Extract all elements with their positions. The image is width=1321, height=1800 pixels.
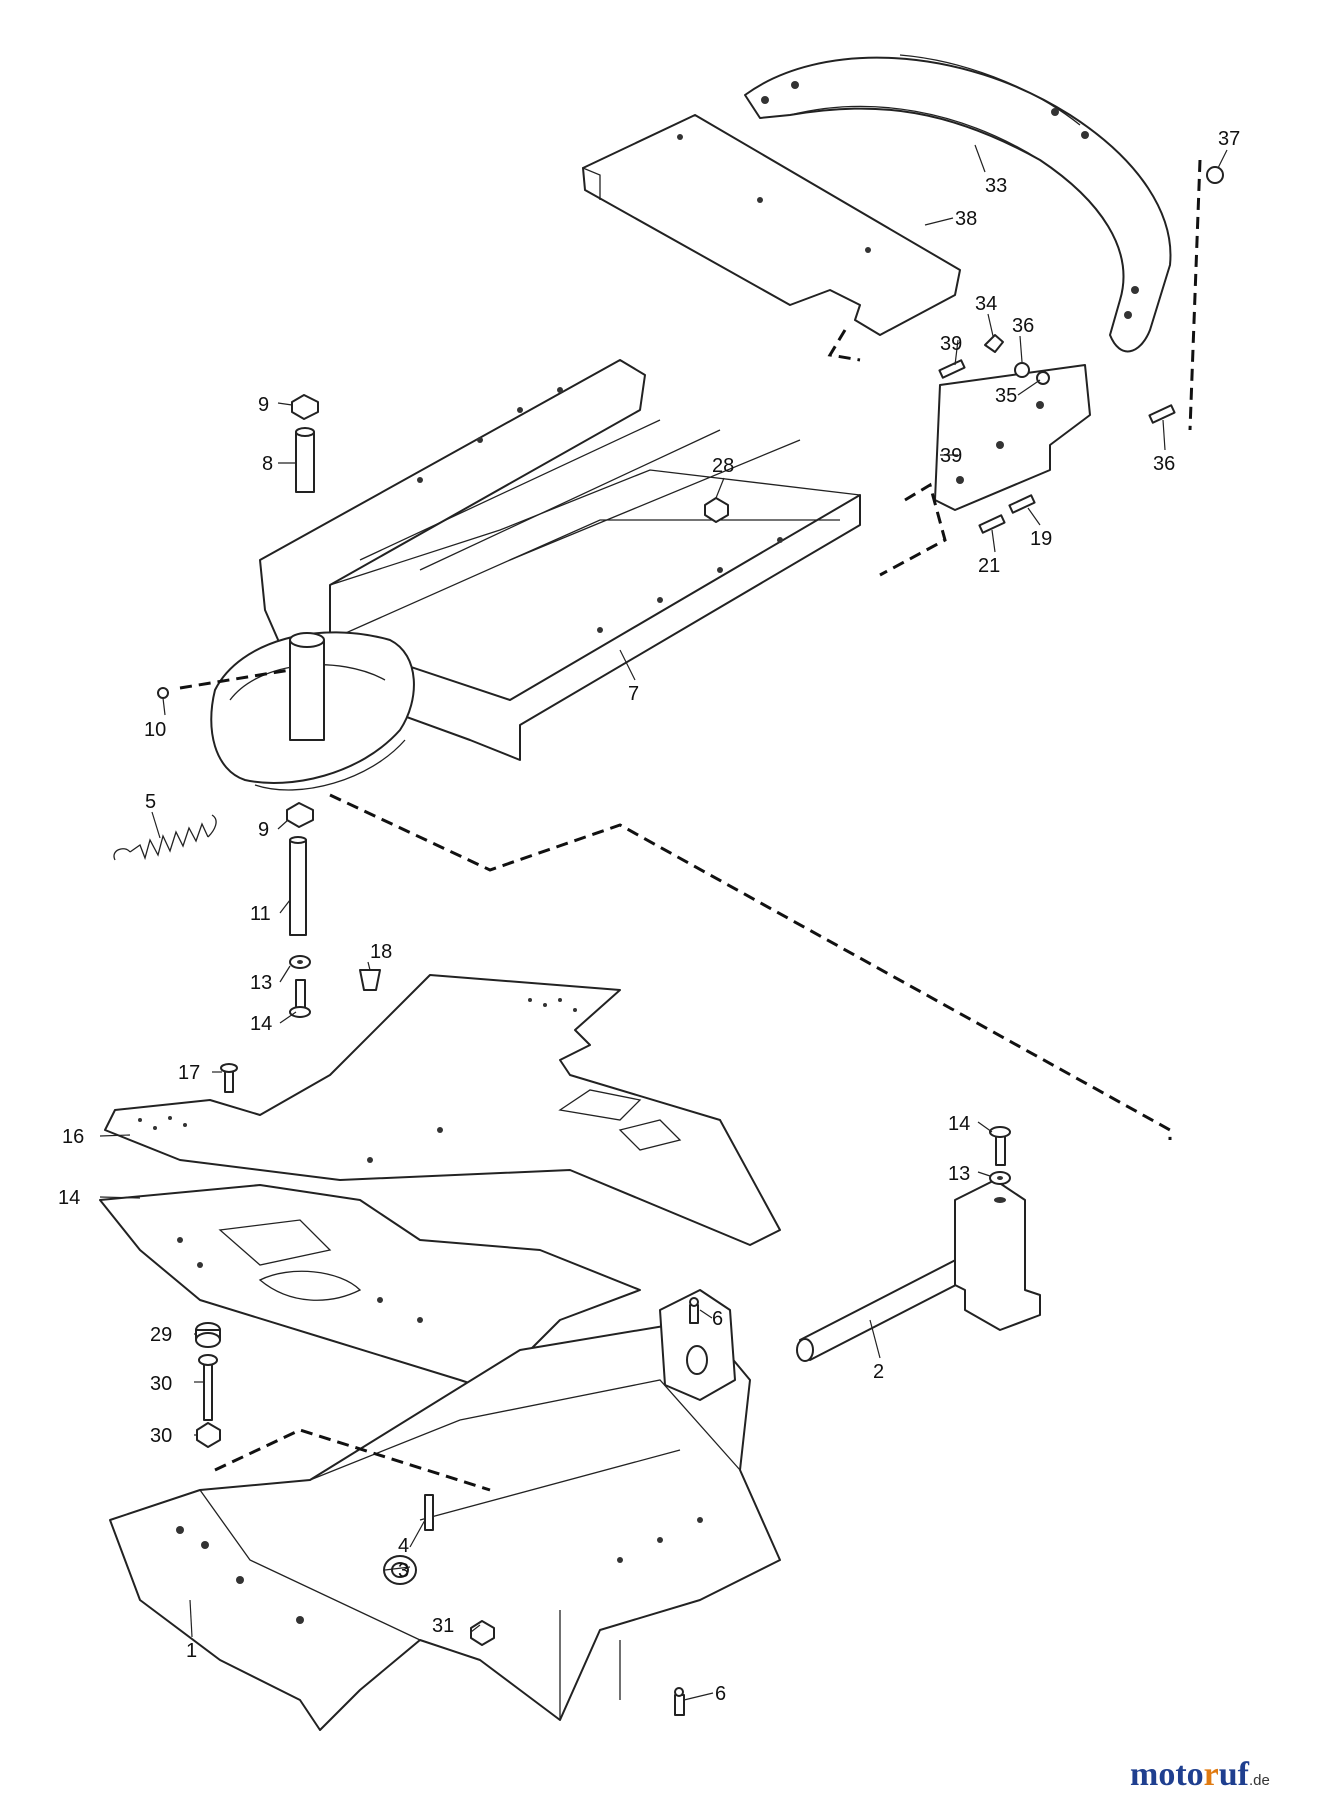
callout-6-lower: 6 [715, 1683, 726, 1705]
callout-14-upper: 14 [250, 1013, 272, 1035]
part-28-cap [195, 1322, 221, 1348]
callout-21: 21 [978, 555, 1000, 577]
callout-11: 11 [250, 903, 271, 925]
callout-9-upper: 9 [258, 394, 269, 416]
part-30-nut-upper [196, 1422, 221, 1448]
frame-pivot-plate [210, 631, 415, 791]
part-14-bolt-lower [989, 1126, 1011, 1166]
part-31-bumper-bar [744, 54, 1172, 353]
watermark-accent: r [1204, 1756, 1219, 1793]
callout-32: 34 [975, 293, 997, 315]
part-10-clip [157, 687, 169, 699]
callout-39: 39 [940, 333, 962, 355]
callout-31: 33 [985, 175, 1007, 197]
callout-34: 36 [1012, 315, 1034, 337]
callout-36: 36 [1153, 453, 1175, 475]
part-8-spacer-tube [295, 427, 315, 493]
part-18-screw [220, 1063, 238, 1093]
part-11-long-tube [289, 836, 307, 936]
callout-35: 37 [1218, 128, 1240, 150]
bracket-hardware [938, 166, 1224, 534]
callout-18: 17 [178, 1062, 200, 1084]
part-29-bolt [198, 1354, 218, 1421]
assembly-dashed-lines [179, 159, 1202, 1492]
callout-2: 2 [873, 1361, 884, 1383]
callout-6-upper: 6 [712, 1308, 723, 1330]
callout-29: 30 [150, 1373, 172, 1395]
callout-10: 10 [144, 719, 166, 741]
part-13-washer-upper [289, 955, 311, 969]
callout-28: 29 [150, 1324, 172, 1346]
callout-4: 4 [398, 1535, 409, 1557]
callout-7: 7 [628, 683, 639, 705]
axle-bracket [954, 1179, 1041, 1331]
callout-8: 8 [262, 453, 273, 475]
callout-13-upper: 13 [250, 972, 272, 994]
callout-30-upper: 30 [150, 1425, 172, 1447]
part-19-plug [359, 969, 381, 991]
part-16-floor-plate [99, 1184, 641, 1391]
callout-labels: 9 8 10 5 9 11 13 14 18 17 16 14 28 7 38 … [58, 128, 1240, 1705]
part-1-lower-frame [109, 1319, 781, 1731]
part-3-bearing [383, 1555, 417, 1585]
callout-19: 18 [370, 941, 392, 963]
callout-22: 28 [712, 455, 734, 477]
callout-13-lower: 13 [948, 1163, 970, 1185]
part-17-floor-mat [104, 974, 781, 1246]
part-5-spring [113, 814, 217, 861]
part-13-washer-lower [989, 1171, 1011, 1185]
callout-14-lower: 14 [948, 1113, 970, 1135]
callout-1: 1 [186, 1640, 197, 1662]
part-4-pin [424, 1494, 434, 1531]
part-7-upper-frame [259, 359, 861, 761]
watermark-end: uf [1219, 1756, 1250, 1793]
callout-20: 19 [1030, 528, 1052, 550]
callout-9-lower: 9 [258, 819, 269, 841]
callout-17: 16 [62, 1126, 84, 1148]
part-14-bolt-upper [289, 979, 311, 1018]
callout-5: 5 [145, 791, 156, 813]
callout-16: 14 [58, 1187, 80, 1209]
callout-38: 38 [955, 208, 977, 230]
callout-37: 39 [940, 445, 962, 467]
callout-33: 35 [995, 385, 1017, 407]
part-9-nut-upper [291, 394, 319, 420]
part-6-fitting-lower [674, 1687, 685, 1716]
watermark-tld: .de [1249, 1772, 1270, 1789]
callout-3: 3 [398, 1560, 409, 1582]
frame-front-post [659, 1289, 736, 1401]
part-37-mounting-bracket [934, 364, 1091, 511]
callout-30-lower: 31 [432, 1615, 454, 1637]
watermark-main: moto [1130, 1756, 1204, 1793]
part-6-fitting-upper [689, 1297, 699, 1324]
leader-lines [99, 144, 1228, 1701]
svg-text:motoruf.de: motoruf.de [1130, 1756, 1270, 1793]
part-9-nut-lower [286, 802, 314, 828]
part-38-cover-plate [582, 114, 961, 336]
part-22-nut [704, 497, 729, 523]
watermark-logo: motoruf.de [1130, 1756, 1270, 1793]
